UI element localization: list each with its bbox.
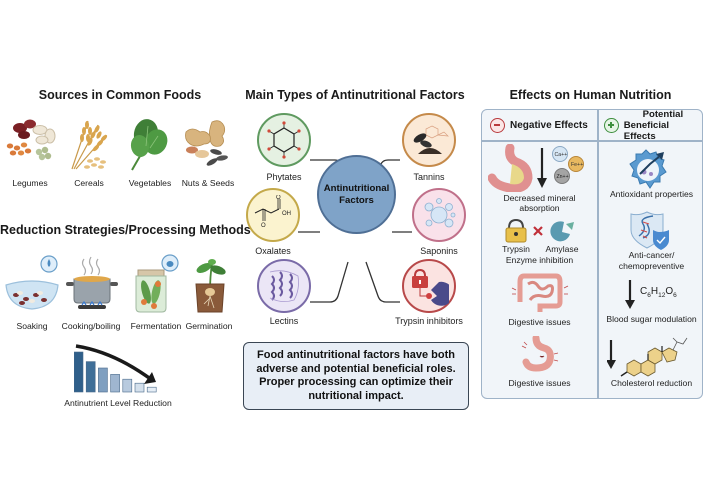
summary-line-3: Proper processing can optimize their	[259, 376, 453, 389]
ion-fe: Fe++	[571, 162, 583, 168]
intestine-icon	[510, 272, 570, 314]
reduction-bar	[110, 374, 120, 393]
reduction-bar	[146, 386, 157, 393]
lectins-node	[257, 259, 311, 313]
positive-effects-header: Potential Beneficial Effects	[604, 109, 702, 142]
stomach-minerals-icon: Ca++ Fe++ Zn++	[488, 144, 592, 192]
legumes-icon	[4, 118, 56, 168]
enzyme-inhibition-icon	[504, 218, 580, 244]
dna-shield-icon	[629, 210, 675, 250]
positive-effects-title-line2: Beneficial Effects	[623, 119, 670, 142]
negative-label-digestive-2: Digestive issues	[508, 378, 571, 388]
summary-line-4: nutritional impact.	[308, 389, 404, 402]
negative-label-mineral-line2: absorption	[519, 203, 560, 213]
positive-label-blood-sugar: Blood sugar modulation	[606, 314, 697, 324]
oxalate-o-bottom: O	[261, 223, 266, 229]
reduction-label-germination: Germination	[185, 321, 233, 331]
oxalate-oh: OH	[282, 211, 291, 217]
negative-label-mineral-line1: Decreased mineral	[503, 193, 576, 203]
reduction-bar	[74, 351, 84, 393]
source-label-nuts-seeds: Nuts & Seeds	[181, 178, 235, 188]
reduction-bar	[85, 361, 96, 393]
lectin-protein-icon	[269, 270, 299, 302]
reduction-title: Reduction Strategies/Processing Methods	[0, 223, 251, 237]
reduction-bar	[122, 378, 133, 393]
saponins-label: Saponins	[420, 246, 458, 256]
fermentation-jar-icon	[132, 254, 184, 314]
positive-effects-title-line1: Potential	[642, 108, 684, 120]
positive-label-cholesterol: Cholesterol reduction	[610, 378, 693, 388]
reduction-label-fermentation: Fermentation	[130, 321, 182, 331]
phytates-node	[257, 113, 311, 167]
reduction-bar	[98, 367, 108, 393]
nuts-icon	[182, 118, 234, 170]
positive-label-antioxidant: Antioxidant properties	[609, 189, 694, 199]
oxalates-label: Oxalates	[255, 246, 291, 256]
amylase-sub-label: Amylase	[545, 244, 579, 254]
negative-label-mineral: Decreased mineral absorption	[482, 193, 597, 213]
cholesterol-icon	[607, 334, 697, 382]
tannins-node	[402, 113, 456, 167]
reduction-label-soaking: Soaking	[16, 321, 48, 331]
positive-label-anticancer: Anti-cancer/ chemopreventive	[599, 250, 704, 271]
glucose-formula: C6H12O6	[640, 286, 677, 299]
positive-label-anticancer-line2: chemopreventive	[618, 260, 685, 271]
center-node: Antinutritional Factors	[317, 155, 396, 234]
reduction-bars	[74, 342, 174, 394]
sources-title: Sources in Common Foods	[38, 88, 202, 102]
trypsin-inhibitors-label: Trypsin inhibitors	[395, 316, 463, 326]
positive-label-anticancer-line1: Anti-cancer/	[628, 250, 675, 260]
wheat-icon	[66, 113, 112, 171]
oxalates-node: O O OH	[246, 188, 300, 242]
stomach-upset-icon	[520, 336, 560, 372]
oxalate-molecule-icon: O O OH	[254, 195, 291, 229]
negative-label-digestive-1: Digestive issues	[508, 317, 571, 327]
trypsin-inhibitors-node	[402, 259, 456, 313]
summary-box: Food antinutritional factors have both a…	[243, 342, 469, 410]
trypsin-sub-label: Trypsin	[502, 244, 530, 254]
effects-title: Effects on Human Nutrition	[509, 88, 672, 102]
sprout-icon	[190, 256, 230, 314]
soaking-bowl-icon	[4, 255, 60, 313]
lectins-label: Lectins	[269, 316, 299, 326]
phytates-label: Phytates	[266, 172, 302, 182]
header-divider	[482, 140, 702, 142]
negative-label-enzyme: Enzyme inhibition	[505, 255, 574, 265]
saponins-node	[412, 188, 466, 242]
source-label-vegetables: Vegetables	[128, 178, 172, 188]
spinach-icon	[126, 116, 170, 172]
summary-line-1: Food antinutritional factors have both	[257, 349, 455, 361]
minus-circle-icon	[490, 117, 505, 133]
trypsin-lock-icon	[412, 268, 449, 306]
source-label-legumes: Legumes	[12, 178, 48, 188]
saponin-bubbles-icon	[424, 198, 456, 228]
reduction-arrow-icon	[144, 372, 156, 384]
negative-effects-title: Negative Effects	[510, 119, 588, 131]
center-label-line2: Factors	[339, 194, 374, 206]
antioxidant-icon	[624, 146, 676, 190]
negative-effects-header: Negative Effects	[490, 116, 588, 134]
reduction-label-cooking: Cooking/boiling	[61, 321, 121, 331]
oxalate-o-top: O	[276, 195, 281, 201]
reduction-chart-label: Antinutrient Level Reduction	[64, 398, 172, 408]
column-divider	[597, 110, 599, 398]
ion-zn: Zn++	[557, 174, 569, 180]
down-arrow-icon	[625, 280, 635, 309]
cooking-pot-icon	[64, 255, 120, 313]
glucose-down-icon	[624, 280, 636, 310]
ion-ca: Ca++	[555, 152, 568, 158]
tannin-leaves-icon	[413, 125, 449, 154]
center-label-line1: Antinutritional	[323, 182, 390, 194]
source-label-cereals: Cereals	[74, 178, 104, 188]
types-title: Main Types of Antinutritional Factors	[245, 88, 465, 102]
tannins-label: Tannins	[413, 172, 445, 182]
reduction-bar	[134, 382, 145, 393]
plus-circle-icon	[604, 117, 619, 133]
summary-line-2: adverse and potential beneficial roles.	[256, 362, 456, 375]
effects-panel: Negative Effects Potential Beneficial Ef…	[481, 109, 703, 399]
phytate-molecule-icon	[267, 121, 301, 159]
